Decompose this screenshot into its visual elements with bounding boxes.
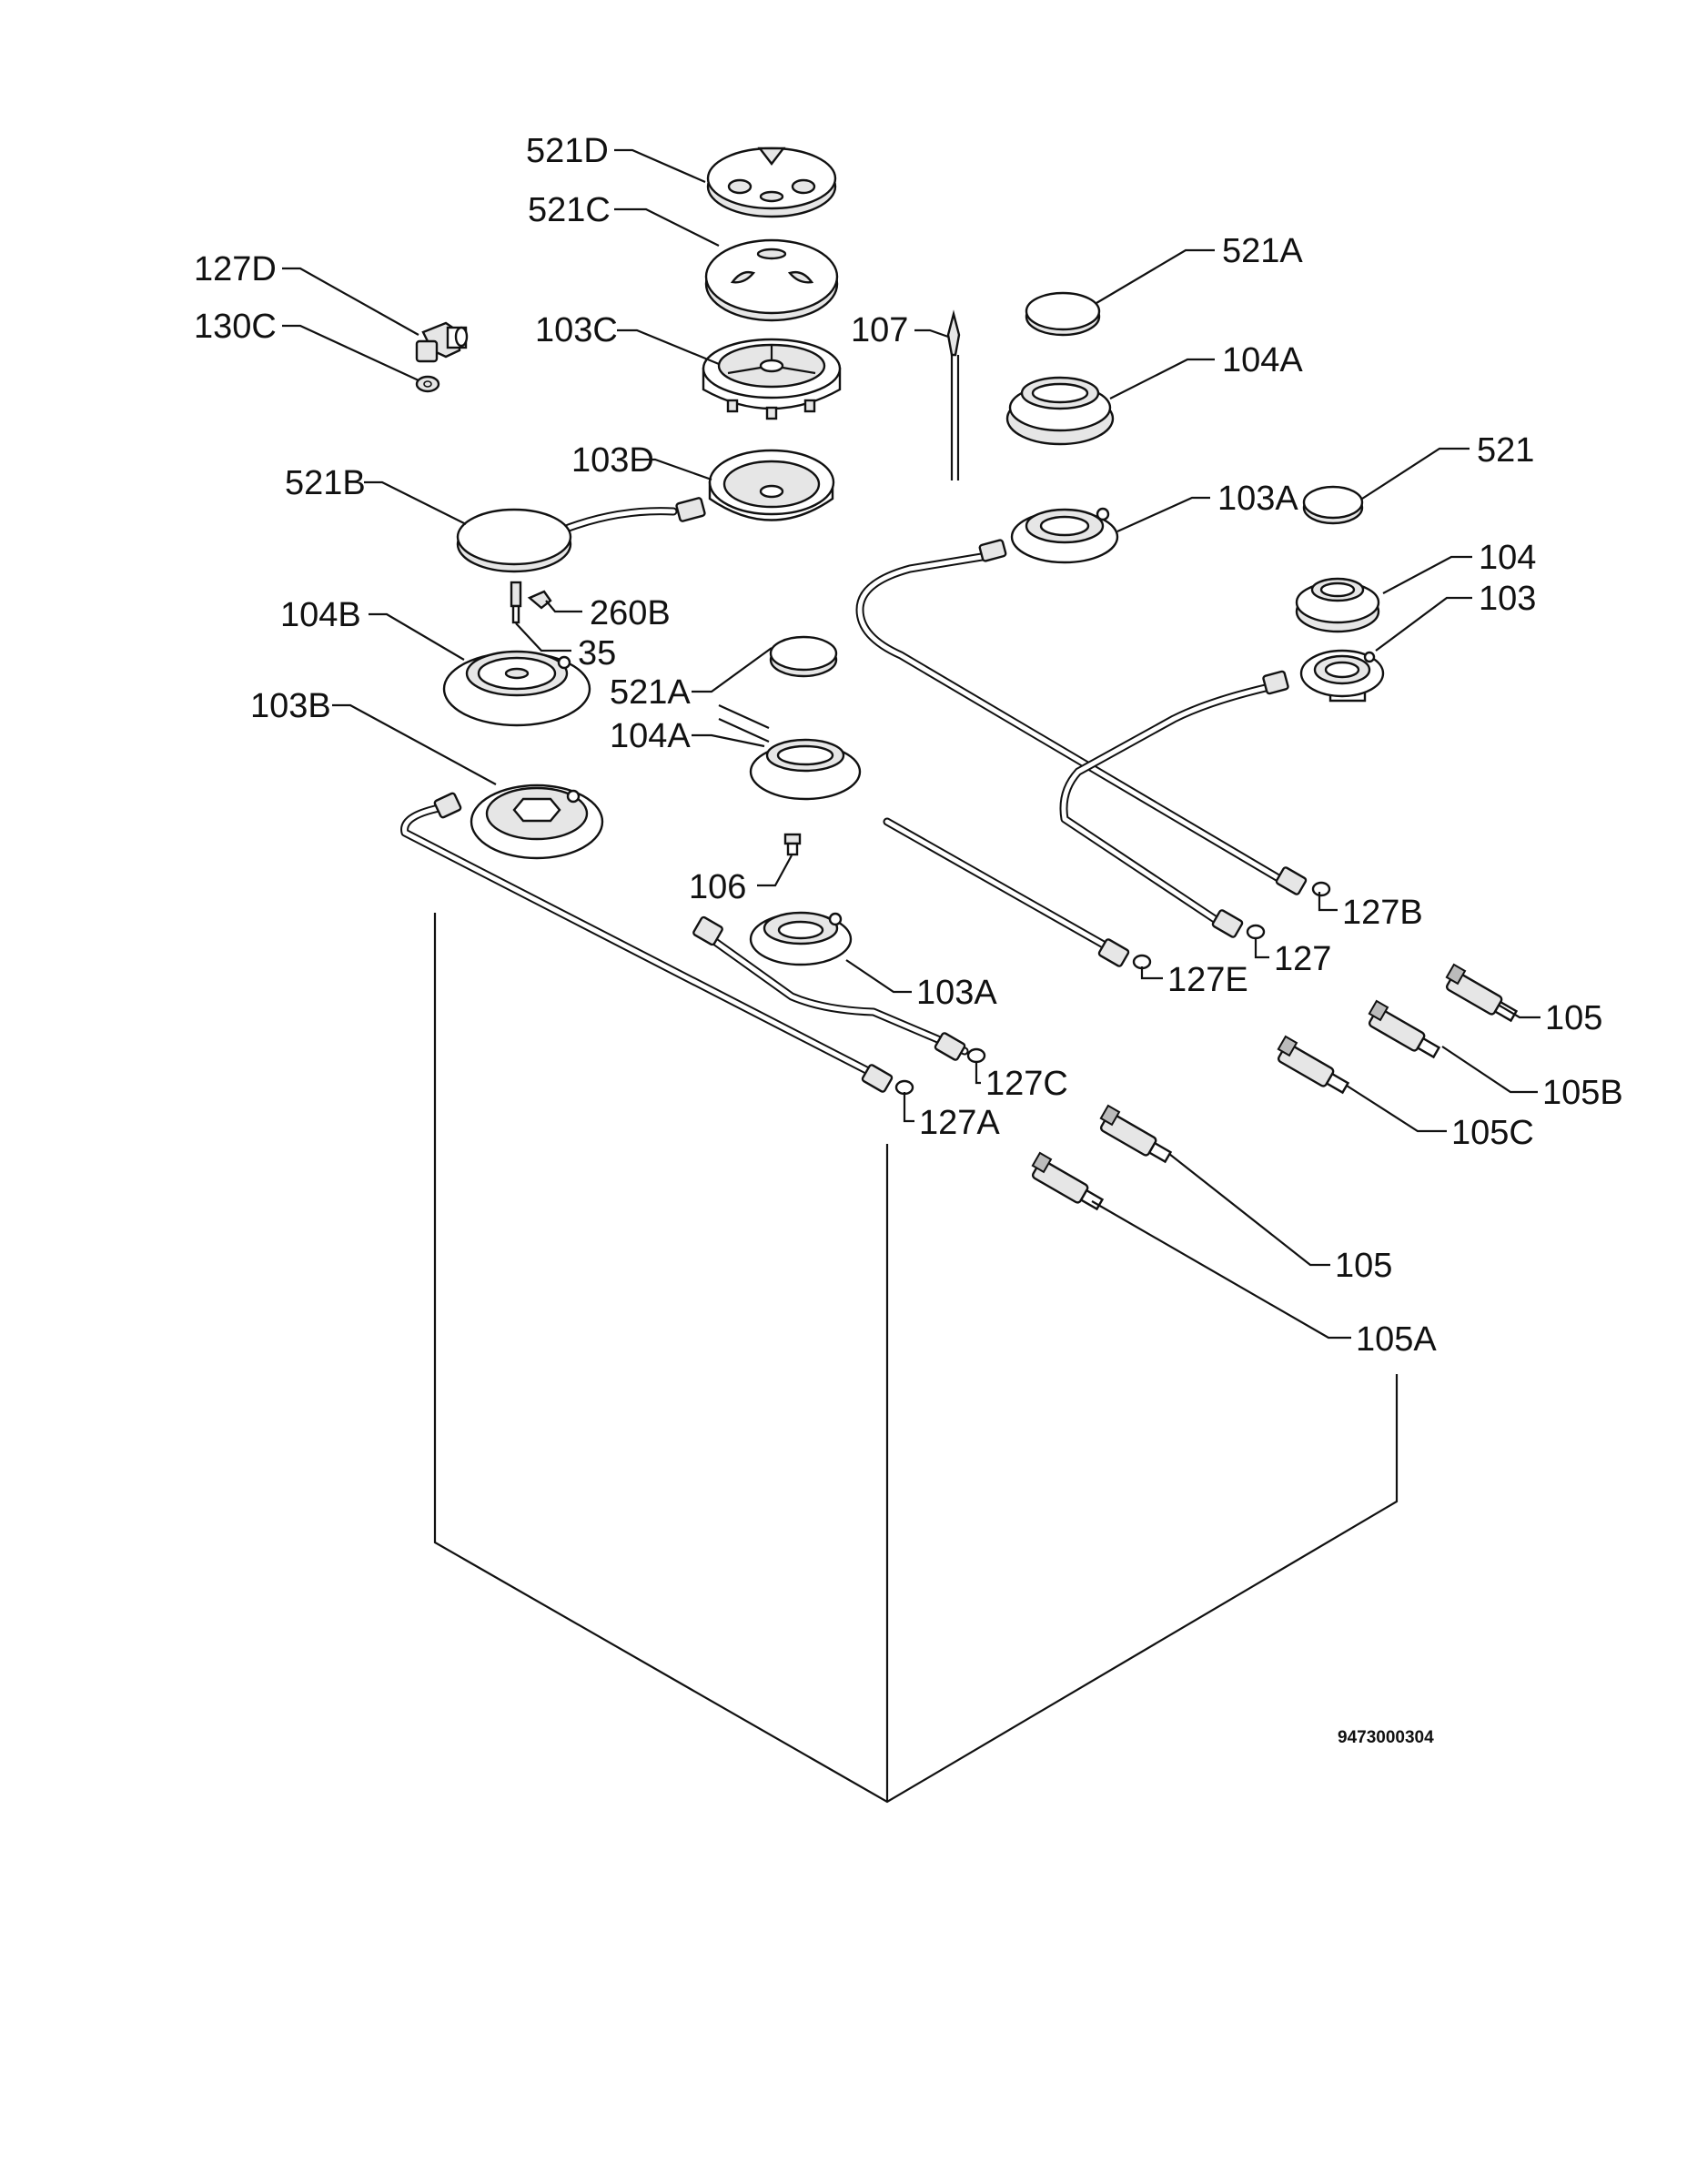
burner-head-103 — [1299, 649, 1385, 703]
label-521b: 521B — [285, 464, 366, 502]
label-104a-mid: 104A — [610, 717, 691, 755]
label-103a-top: 103A — [1217, 480, 1298, 518]
fitting-127d-elbow — [415, 321, 469, 363]
gas-tap-105-top — [1445, 963, 1519, 1023]
label-107: 107 — [851, 311, 908, 349]
flame-spreader-104 — [1295, 577, 1380, 633]
burner-head-103c — [702, 338, 842, 420]
label-35: 35 — [578, 634, 616, 672]
label-521d: 521D — [526, 132, 609, 170]
clip-260b — [527, 590, 552, 610]
label-104b: 104B — [280, 596, 361, 634]
flame-spreader-104a-top — [1005, 376, 1115, 446]
label-105-low: 105 — [1335, 1247, 1392, 1285]
pipe-fittings — [415, 321, 1331, 1096]
burner-cap-521a-top — [1025, 291, 1101, 337]
label-103b: 103B — [250, 687, 331, 725]
label-127c: 127C — [985, 1065, 1068, 1103]
label-127b: 127B — [1342, 894, 1423, 932]
flame-spreader-104b — [442, 650, 591, 727]
washer-130c — [415, 375, 440, 393]
label-127e: 127E — [1167, 961, 1248, 999]
gas-taps — [1031, 963, 1519, 1211]
label-103d: 103D — [571, 441, 654, 480]
label-260b: 260B — [590, 594, 671, 632]
thermocouple-107 — [946, 309, 961, 480]
leader-lines — [282, 148, 1540, 1340]
burner-head-103a-top — [1010, 507, 1119, 564]
label-104a-top: 104A — [1222, 341, 1303, 379]
label-127a: 127A — [919, 1104, 1000, 1142]
label-130c: 130C — [194, 308, 277, 346]
label-521a-top: 521A — [1222, 232, 1303, 270]
label-103: 103 — [1479, 580, 1536, 618]
gas-tap-105a — [1031, 1151, 1105, 1211]
burner-parts — [442, 147, 1385, 966]
gas-pipes — [400, 507, 1283, 1078]
gas-tap-105c — [1277, 1035, 1350, 1095]
burner-cap-521b — [456, 508, 572, 573]
label-105a: 105A — [1356, 1320, 1437, 1359]
gas-tap-105-low — [1099, 1104, 1173, 1164]
injector-106 — [783, 833, 802, 856]
drawing-code: 9473000304 — [1338, 1728, 1434, 1747]
part-labels: 521D 521C 127D 130C 103C 107 521A 104A 1… — [194, 132, 1623, 1359]
label-103a-low: 103A — [916, 974, 997, 1012]
label-127: 127 — [1274, 940, 1331, 978]
burner-cap-521a-mid — [769, 635, 838, 678]
label-127d: 127D — [194, 250, 277, 288]
burner-head-103a-low — [749, 911, 853, 966]
burner-head-103b — [470, 784, 604, 860]
burner-cap-521 — [1302, 485, 1364, 525]
label-105-top: 105 — [1545, 999, 1602, 1037]
label-105b: 105B — [1542, 1074, 1623, 1112]
label-521c: 521C — [528, 191, 611, 229]
appliance-body-outline — [433, 913, 1399, 1804]
label-521: 521 — [1477, 431, 1534, 470]
label-106: 106 — [689, 868, 746, 906]
burner-cap-521c — [704, 238, 839, 322]
flame-spreader-104a-mid — [749, 738, 862, 801]
gas-tap-105b — [1368, 999, 1441, 1059]
label-103c: 103C — [535, 311, 618, 349]
label-521a-mid: 521A — [610, 673, 691, 712]
label-105c: 105C — [1451, 1114, 1534, 1152]
burner-cap-521d — [706, 147, 837, 218]
igniter-35 — [510, 581, 522, 624]
burner-head-103d — [708, 449, 835, 521]
label-104: 104 — [1479, 539, 1536, 577]
